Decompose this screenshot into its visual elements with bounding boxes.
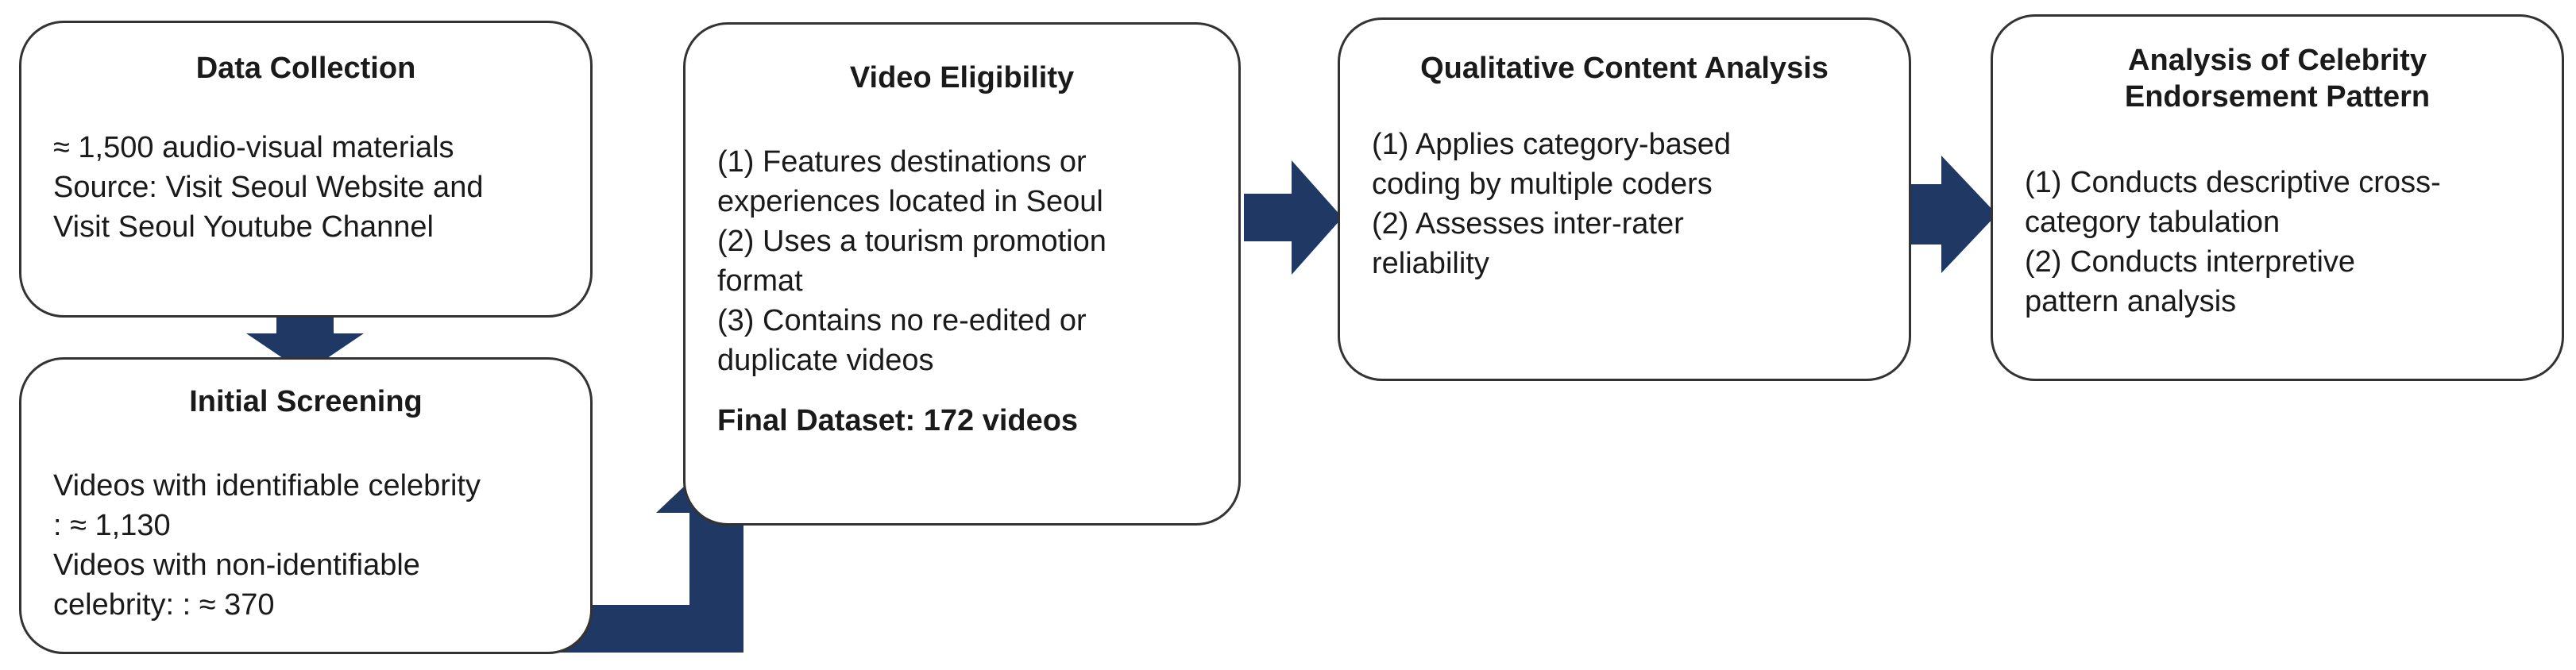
body-line: ≈ 1,500 audio-visual materials — [53, 131, 454, 164]
body-line: (2) Assesses inter-rater — [1372, 207, 1684, 241]
body-line: reliability — [1372, 247, 1489, 280]
title-line: Endorsement Pattern — [2124, 80, 2431, 114]
celebrity-endorsement-title: Analysis of Celebrity Endorsement Patter… — [1993, 42, 2562, 115]
body-line: Videos with identifiable celebrity — [53, 469, 481, 502]
initial-screening-box: Initial Screening Videos with identifiab… — [19, 357, 593, 654]
body-line: duplicate videos — [717, 344, 934, 377]
body-line: (1) Applies category-based — [1372, 128, 1732, 161]
body-line: Videos with non-identifiable — [53, 549, 420, 582]
body-line: pattern analysis — [2025, 285, 2237, 318]
qualitative-analysis-box: Qualitative Content Analysis (1) Applies… — [1338, 17, 1911, 381]
data-collection-body: ≈ 1,500 audio-visual materials Source: V… — [53, 128, 566, 247]
body-line: (1) Features destinations or — [717, 145, 1087, 179]
body-line: : ≈ 1,130 — [53, 509, 171, 542]
initial-screening-title: Initial Screening — [189, 385, 423, 418]
body-line: category tabulation — [2025, 206, 2281, 239]
video-eligibility-box: Video Eligibility (1) Features destinati… — [683, 22, 1241, 526]
video-eligibility-title: Video Eligibility — [849, 61, 1075, 94]
qualitative-analysis-body: (1) Applies category-based coding by mul… — [1372, 125, 1885, 283]
video-eligibility-body: (1) Features destinations or experiences… — [717, 142, 1215, 441]
body-line: Source: Visit Seoul Website and — [53, 171, 484, 204]
body-line: format — [717, 264, 803, 298]
body-line: (2) Conducts interpretive — [2025, 245, 2356, 279]
body-line: experiences located in Seoul — [717, 185, 1103, 218]
body-line: coding by multiple coders — [1372, 168, 1713, 201]
down-arrow-icon — [246, 303, 364, 373]
body-line: celebrity: : ≈ 370 — [53, 588, 275, 622]
title-line: Analysis of Celebrity — [2128, 44, 2427, 77]
body-line: Visit Seoul Youtube Channel — [53, 210, 434, 244]
body-line: (3) Contains no re-edited or — [717, 304, 1087, 337]
body-line: (1) Conducts descriptive cross- — [2025, 166, 2441, 199]
data-collection-title: Data Collection — [195, 52, 416, 85]
celebrity-endorsement-box: Analysis of Celebrity Endorsement Patter… — [1991, 14, 2564, 381]
right-arrow-icon — [1894, 156, 1997, 273]
body-line: (2) Uses a tourism promotion — [717, 225, 1106, 258]
initial-screening-body: Videos with identifiable celebrity : ≈ 1… — [53, 466, 566, 625]
right-arrow-icon — [1244, 160, 1342, 275]
celebrity-endorsement-body: (1) Conducts descriptive cross- category… — [2025, 163, 2538, 322]
qualitative-analysis-title: Qualitative Content Analysis — [1420, 52, 1829, 85]
final-dataset-label: Final Dataset: 172 videos — [717, 404, 1079, 437]
data-collection-box: Data Collection ≈ 1,500 audio-visual mat… — [19, 21, 593, 318]
